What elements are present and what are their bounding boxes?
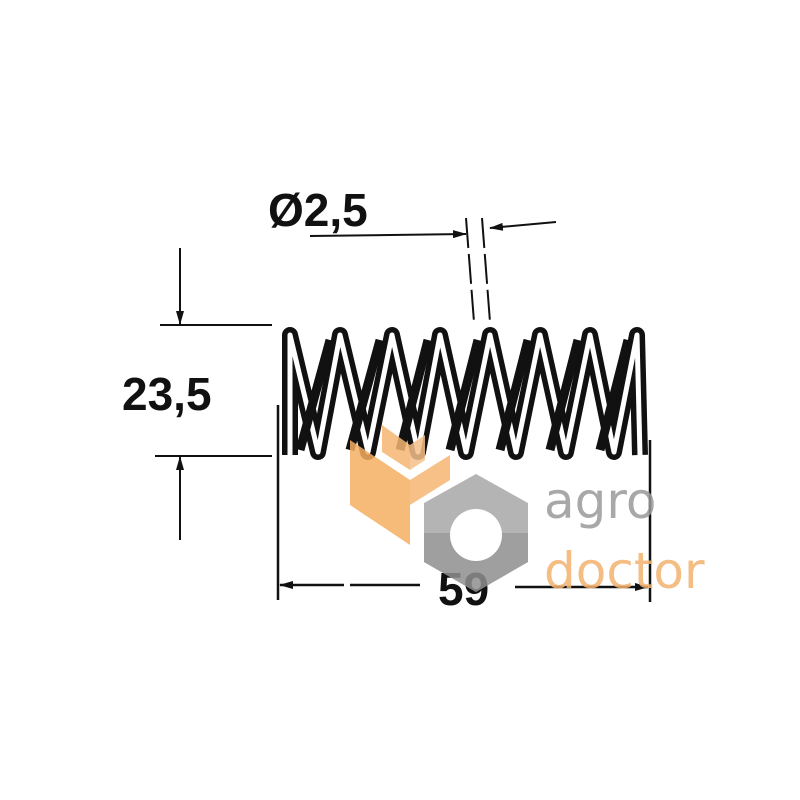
logo-text-agro: agro xyxy=(544,472,656,530)
spring-coils xyxy=(282,327,648,460)
wire-diameter-label: Ø2,5 xyxy=(268,184,368,236)
logo-text-doctor: doctor xyxy=(544,542,705,600)
height-dimension xyxy=(155,248,272,540)
wire-diameter-dimension xyxy=(309,217,557,323)
length-dimension xyxy=(276,405,652,602)
outer-diameter-label: 23,5 xyxy=(122,368,212,420)
agrodoctor-logo: agro doctor xyxy=(350,425,705,600)
